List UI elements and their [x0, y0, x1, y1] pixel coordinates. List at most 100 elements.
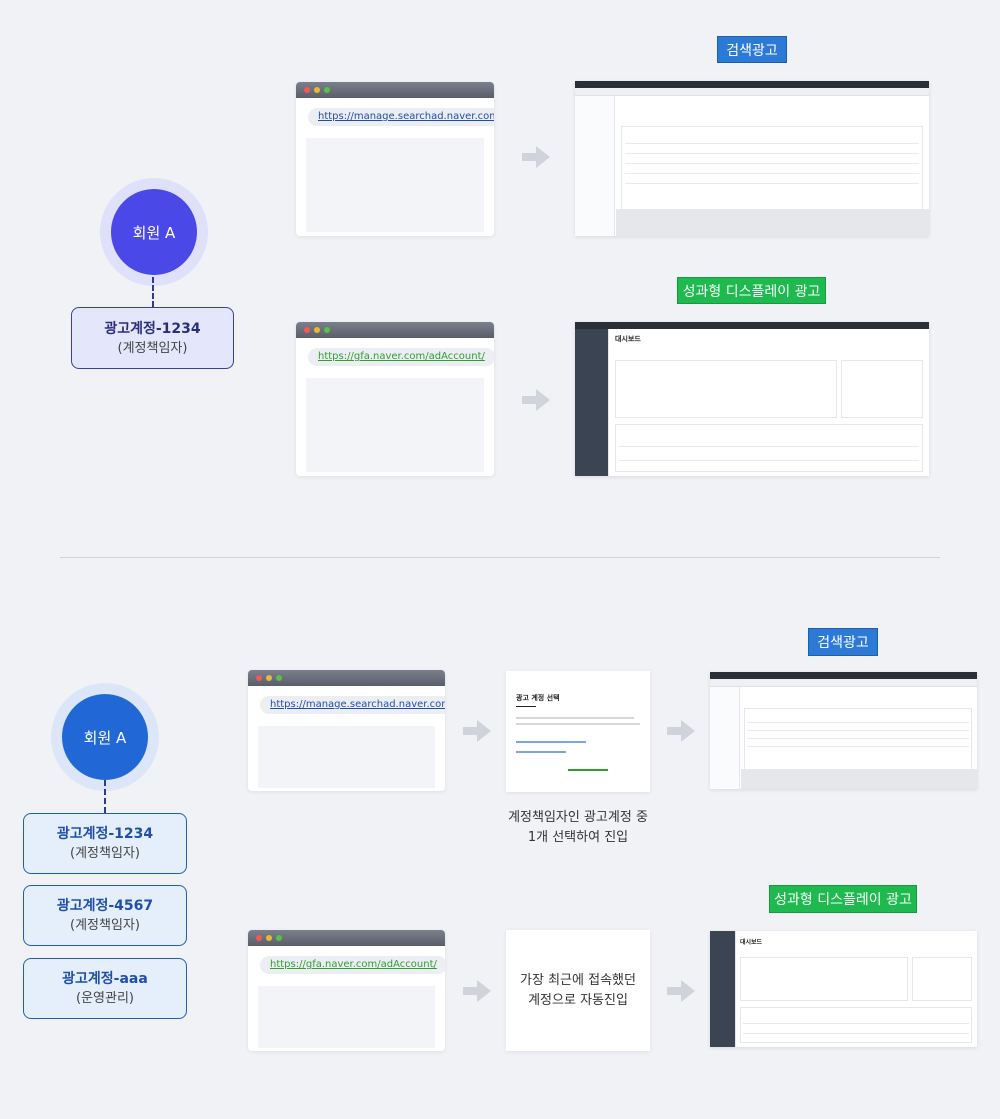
modal-text-line	[516, 723, 640, 725]
minimize-dot-icon	[266, 675, 272, 681]
search-ad-badge: 검색광고	[808, 628, 878, 656]
account-select-modal: 광고 계정 선택	[506, 671, 650, 792]
close-dot-icon	[304, 327, 310, 333]
modal-account-option[interactable]	[516, 751, 566, 753]
search-ad-screenshot	[710, 672, 977, 789]
search-ad-badge-label: 검색광고	[817, 635, 869, 651]
table-row	[625, 173, 919, 174]
screenshot-table	[615, 424, 923, 472]
account-box: 광고계정-1234 (계정책임자)	[23, 813, 187, 874]
screenshot-sidebar	[575, 329, 609, 476]
connector-line	[152, 277, 154, 307]
search-ad-screenshot	[575, 81, 929, 236]
screenshot-sidebar	[710, 931, 736, 1047]
member-circle: 회원 A	[62, 694, 148, 780]
table-row	[619, 446, 919, 447]
browser-titlebar	[296, 322, 494, 338]
screenshot-panel	[740, 957, 908, 1001]
member-label: 회원 A	[83, 728, 127, 747]
account-box: 광고계정-4567 (계정책임자)	[23, 885, 187, 946]
auto-entry-text: 가장 최근에 접속했던 계정으로 자동진입	[506, 971, 650, 1011]
search-url[interactable]: https://manage.searchad.naver.com/	[308, 108, 494, 126]
connector-line	[104, 780, 106, 813]
maximize-dot-icon	[324, 87, 330, 93]
close-dot-icon	[256, 935, 262, 941]
browser-titlebar	[296, 82, 494, 98]
browser-body	[306, 378, 484, 472]
gfa-url[interactable]: https://gfa.naver.com/adAccount/	[260, 956, 445, 974]
table-row	[625, 163, 919, 164]
account-name: 광고계정-aaa	[62, 971, 148, 987]
browser-body	[306, 138, 484, 232]
caption-line: 계정책임자인 광고계정 중	[508, 810, 648, 825]
modal-link[interactable]	[568, 769, 608, 771]
account-box: 광고계정-aaa (운영관리)	[23, 958, 187, 1019]
member-circle: 회원 A	[111, 189, 197, 275]
account-role: (운영관리)	[76, 991, 134, 1006]
table-row	[625, 153, 919, 154]
screenshot-footer	[616, 209, 929, 236]
browser-window-search: https://manage.searchad.naver.com/	[296, 82, 494, 236]
account-name: 광고계정-4567	[56, 898, 154, 914]
screenshot-panel	[912, 957, 972, 1001]
browser-body	[258, 726, 435, 788]
screenshot-table	[740, 1007, 972, 1043]
modal-title-rule	[516, 706, 536, 707]
dashboard-title: 대시보드	[615, 335, 641, 343]
screenshot-footer	[741, 769, 977, 789]
screenshot-nav	[710, 679, 977, 687]
table-row	[747, 738, 969, 739]
search-ad-badge: 검색광고	[717, 36, 787, 63]
table-row	[743, 1023, 969, 1024]
arrow-right-icon	[463, 980, 491, 1002]
note-line: 계정으로 자동진입	[528, 993, 628, 1008]
browser-window-search: https://manage.searchad.naver.com/	[248, 670, 445, 791]
modal-text-line	[516, 717, 634, 719]
arrow-right-icon	[463, 720, 491, 742]
arrow-right-icon	[667, 980, 695, 1002]
account-role: (계정책임자)	[70, 918, 140, 933]
gfa-ad-badge: 성과형 디스플레이 광고	[677, 277, 826, 304]
modal-title: 광고 계정 선택	[516, 694, 560, 702]
close-dot-icon	[304, 87, 310, 93]
browser-titlebar	[248, 670, 445, 686]
screenshot-topbar	[575, 322, 929, 329]
screenshot-sidebar	[575, 96, 615, 236]
note-line: 가장 최근에 접속했던	[520, 973, 636, 988]
gfa-ad-badge-label: 성과형 디스플레이 광고	[682, 283, 821, 300]
arrow-right-icon	[522, 146, 550, 168]
screenshot-panel	[841, 360, 923, 418]
close-dot-icon	[256, 675, 262, 681]
browser-titlebar	[248, 930, 445, 946]
gfa-ad-badge: 성과형 디스플레이 광고	[769, 885, 917, 913]
maximize-dot-icon	[276, 935, 282, 941]
minimize-dot-icon	[266, 935, 272, 941]
table-row	[743, 1033, 969, 1034]
gfa-screenshot: 대시보드	[710, 931, 977, 1047]
caption-line: 1개 선택하여 진입	[527, 830, 629, 845]
table-row	[619, 460, 919, 461]
auto-entry-note: 가장 최근에 접속했던 계정으로 자동진입	[506, 930, 650, 1051]
screenshot-sidebar	[710, 687, 740, 789]
screenshot-topbar	[710, 672, 977, 679]
search-caption: 계정책임자인 광고계정 중 1개 선택하여 진입	[490, 808, 666, 848]
arrow-right-icon	[667, 720, 695, 742]
search-url[interactable]: https://manage.searchad.naver.com/	[260, 696, 445, 714]
account-box: 광고계정-1234 (계정책임자)	[71, 307, 234, 369]
member-label: 회원 A	[132, 223, 176, 242]
account-name: 광고계정-1234	[56, 826, 154, 842]
dashboard-title: 대시보드	[740, 939, 763, 946]
browser-body	[258, 986, 435, 1048]
screenshot-topbar	[575, 81, 929, 88]
minimize-dot-icon	[314, 87, 320, 93]
search-ad-badge-label: 검색광고	[726, 42, 778, 59]
screenshot-nav	[575, 88, 929, 96]
minimize-dot-icon	[314, 327, 320, 333]
table-row	[625, 143, 919, 144]
account-name: 광고계정-1234	[104, 320, 201, 337]
modal-account-option[interactable]	[516, 741, 586, 743]
gfa-url[interactable]: https://gfa.naver.com/adAccount/	[308, 348, 494, 366]
screenshot-panel	[615, 360, 837, 418]
table-row	[747, 722, 969, 723]
arrow-right-icon	[522, 389, 550, 411]
